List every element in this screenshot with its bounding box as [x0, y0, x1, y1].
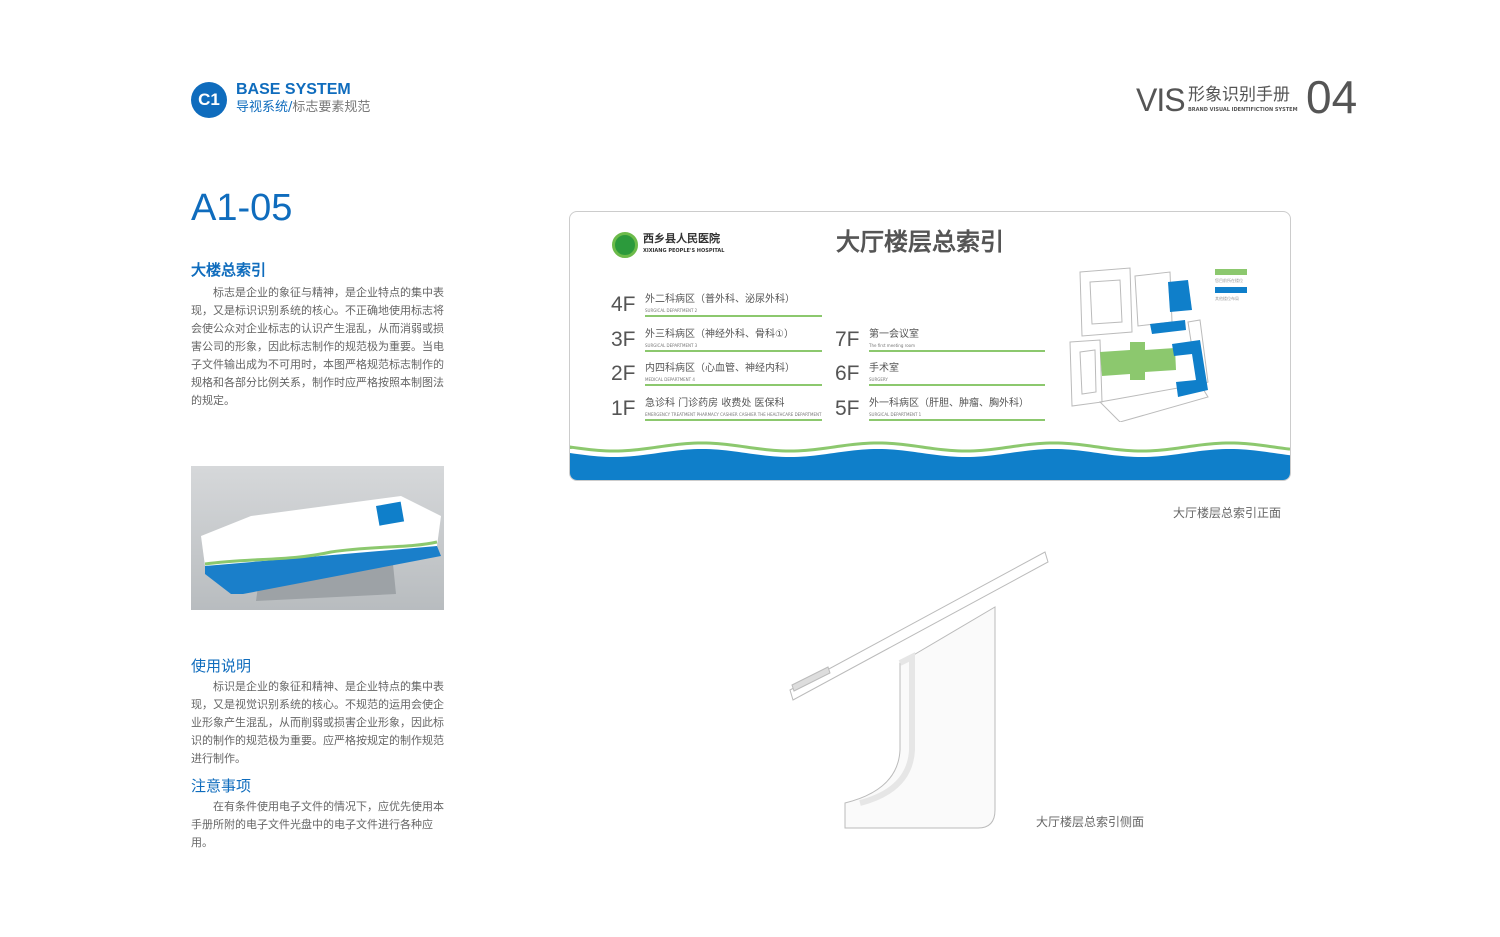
legend-swatch-other	[1215, 287, 1247, 293]
floor-divider	[869, 384, 1045, 386]
section-title: BASE SYSTEM	[236, 81, 351, 98]
section-badge: C1	[191, 82, 227, 118]
floor-map	[1069, 267, 1209, 422]
floor-number: 3F	[611, 328, 636, 351]
subtitle-gray: 标志要素规范	[292, 100, 371, 115]
floor-name: 外三科病区（神经外科、骨科①）	[645, 329, 794, 340]
floor-index-sign-front: 西乡县人民医院 XIXIANG PEOPLE'S HOSPITAL 大厅楼层总索…	[569, 211, 1291, 481]
hospital-name-en: XIXIANG PEOPLE'S HOSPITAL	[643, 248, 725, 254]
floor-divider	[645, 350, 822, 352]
floor-number: 1F	[611, 397, 636, 420]
caption-side: 大厅楼层总索引侧面	[1036, 815, 1145, 829]
hospital-name: 西乡县人民医院	[643, 232, 720, 245]
legend-label-current: 您目前所在楼位	[1215, 278, 1243, 283]
floor-name-en: The first meeting room	[869, 343, 915, 348]
section-subtitle: 导视系统/标志要素规范	[236, 100, 370, 115]
floor-divider	[869, 419, 1045, 421]
caption-front: 大厅楼层总索引正面	[1173, 506, 1282, 520]
floor-name: 外二科病区（普外科、泌尿外科）	[645, 294, 795, 305]
floor-name-en: SURGICAL DEPARTMENT 2	[645, 308, 698, 313]
page-number: 04	[1306, 71, 1358, 123]
floor-name-en: EMERGENCY TREATMENT PHARMACY CASHIER CAS…	[645, 412, 822, 417]
floor-name-en: MEDICAL DEPARTMENT 4	[645, 377, 695, 382]
floor-name: 手术室	[869, 363, 899, 374]
section-heading: 大楼总索引	[191, 261, 267, 279]
sign-photo-illustration	[201, 496, 441, 601]
subtitle-blue: 导视系统/	[236, 100, 293, 115]
floor-divider	[869, 350, 1045, 352]
floor-name-en: SURGERY	[869, 377, 888, 382]
floor-divider	[645, 419, 822, 421]
vis-title-block: 形象识别手册 BRAND VISUAL IDENTIFICTION SYSTEM	[1188, 85, 1298, 114]
floor-number: 2F	[611, 362, 636, 385]
page-code: A1-05	[191, 187, 293, 229]
sign-side-view	[789, 551, 1049, 829]
section-heading: 使用说明	[191, 657, 252, 675]
floor-number: 4F	[611, 293, 636, 316]
vis-en: BRAND VISUAL IDENTIFICTION SYSTEM	[1188, 107, 1298, 113]
floor-name-en: SURGICAL DEPARTMENT 3	[645, 343, 698, 348]
floor-name: 内四科病区（心血管、神经内科）	[645, 363, 795, 374]
wave-decoration	[570, 441, 1290, 480]
hospital-logo-icon	[612, 232, 638, 258]
floor-number: 7F	[835, 328, 860, 351]
floor-number: 6F	[835, 362, 860, 385]
vis-logo: VIS	[1136, 82, 1186, 118]
section-intro: 大楼总索引 标志是企业的象征与精神，是企业特点的集中表现，又是标识识别系统的核心…	[191, 260, 449, 410]
sign-title: 大厅楼层总索引	[836, 228, 1004, 256]
floor-name: 第一会议室	[869, 329, 919, 340]
section-usage-notes: 使用说明 标识是企业的象征和精神、是企业特点的集中表现，又是视觉识别系统的核心。…	[191, 656, 449, 852]
floor-divider	[645, 315, 822, 317]
section-text: 标识是企业的象征和精神、是企业特点的集中表现，又是视觉识别系统的核心。不规范的运…	[191, 680, 444, 765]
floor-number: 5F	[835, 397, 860, 420]
vis-cn: 形象识别手册	[1188, 85, 1290, 105]
sign-photo	[191, 466, 444, 610]
section-header: BASE SYSTEM 导视系统/标志要素规范	[236, 81, 370, 115]
section-text: 标志是企业的象征与精神，是企业特点的集中表现，又是标识识别系统的核心。不正确地使…	[191, 286, 444, 407]
floor-divider	[645, 384, 822, 386]
floor-name: 急诊科 门诊药房 收费处 医保科	[645, 398, 785, 409]
floor-name-en: SURGICAL DEPARTMENT 1	[869, 412, 922, 417]
legend-swatch-current	[1215, 269, 1247, 275]
section-heading: 注意事项	[191, 777, 252, 795]
floor-name: 外一科病区（肝胆、肿瘤、胸外科）	[869, 398, 1029, 409]
section-text: 在有条件使用电子文件的情况下，应优先使用本手册所附的电子文件光盘中的电子文件进行…	[191, 800, 444, 849]
legend-label-other: 其他楼位布局	[1215, 296, 1239, 301]
